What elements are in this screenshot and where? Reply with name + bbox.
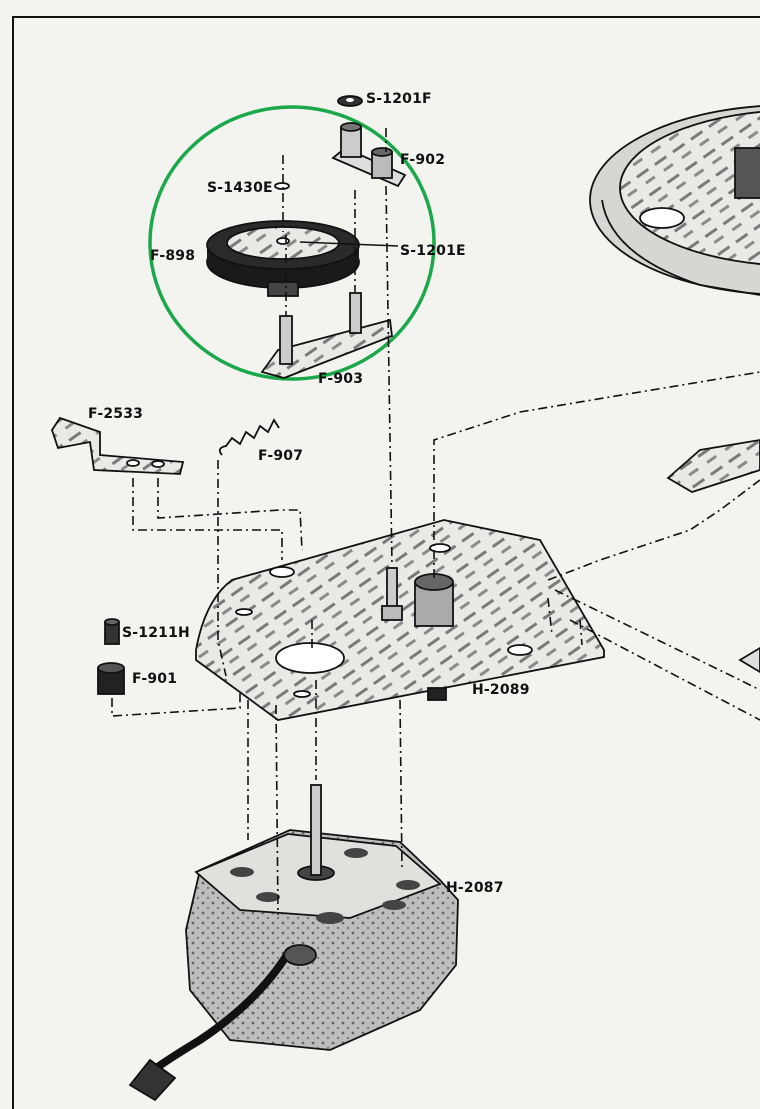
nut-f901 (97, 662, 125, 695)
turntable-platter (589, 105, 760, 296)
label-h2087: H-2087 (446, 880, 504, 896)
leader-s1201e (299, 241, 399, 247)
page-border (12, 16, 760, 1109)
label-s1201e: S-1201E (400, 243, 466, 259)
label-f903: F-903 (318, 371, 363, 387)
assembly-lines (111, 128, 760, 916)
label-f2533: F-2533 (88, 406, 143, 422)
label-f907: F-907 (258, 448, 303, 464)
label-s1201f: S-1201F (366, 91, 432, 107)
lever-arm (666, 439, 760, 674)
screw-s1211h (104, 618, 120, 645)
label-s1211h: S-1211H (122, 625, 190, 641)
label-f902: F-902 (400, 152, 445, 168)
bracket-f902 (331, 122, 407, 188)
idler-wheel-f898 (206, 220, 360, 297)
bracket-f903 (260, 292, 393, 379)
label-f901: F-901 (132, 671, 177, 687)
highlight-circle (148, 105, 436, 381)
label-h2089: H-2089 (472, 682, 530, 698)
mounting-plate (195, 519, 605, 721)
label-f898: F-898 (150, 248, 195, 264)
spring-f907 (218, 418, 280, 456)
washer-s1430e (274, 182, 290, 190)
motor-h2087 (128, 784, 459, 1102)
label-s1430e: S-1430E (207, 180, 273, 196)
bracket-f2533 (51, 416, 185, 475)
